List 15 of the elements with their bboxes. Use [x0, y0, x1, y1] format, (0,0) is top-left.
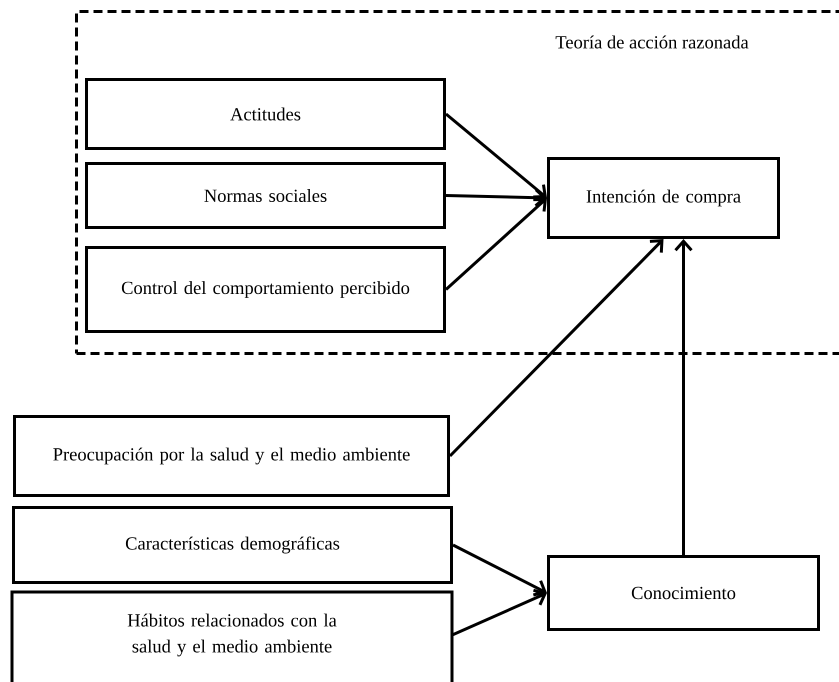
arrow	[674, 239, 693, 555]
box: Normas sociales	[85, 162, 446, 229]
arrow	[446, 188, 547, 207]
arrow	[445, 198, 547, 291]
arrow	[448, 239, 664, 458]
box: Preocupación por la salud y el medio ambiente	[13, 415, 450, 497]
box: Control del comportamiento percibido	[85, 246, 446, 333]
arrow	[452, 544, 547, 596]
box: Actitudes	[85, 78, 446, 150]
arrow	[445, 112, 547, 198]
box: Conocimiento	[547, 555, 820, 631]
box: Hábitos relacionados con la salud y el medio ambiente	[10, 590, 454, 682]
box: Características demográficas	[12, 506, 453, 584]
arrow	[452, 588, 547, 636]
box: Intención de compra	[547, 157, 780, 239]
